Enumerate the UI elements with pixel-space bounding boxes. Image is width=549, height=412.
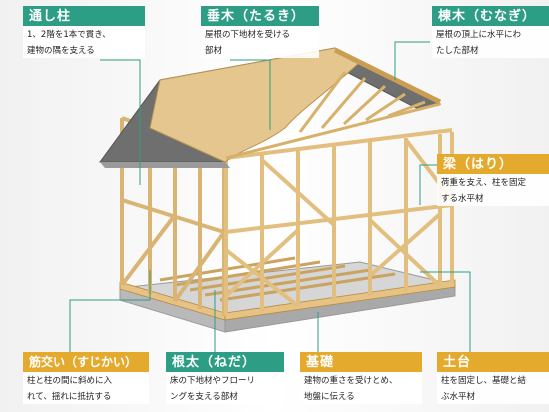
label-hari-title: 梁（はり） xyxy=(437,154,549,174)
label-toshibashira-line1: 1、2階を1本で貫き、 xyxy=(23,26,145,42)
label-hari-line2: する水平材 xyxy=(437,190,549,206)
label-neda: 根太（ねだ） 床の下地材やフローリ ングを支える部材 xyxy=(166,352,284,404)
label-munagi: 棟木（むなぎ） 屋根の頂上に水平にわ たした部材 xyxy=(432,6,549,58)
label-dodai: 土台 柱を固定し、基礎と結 ぶ水平材 xyxy=(437,352,549,404)
label-kiso: 基礎 建物の重さを受けとめ、 地盤に伝える xyxy=(300,352,422,404)
label-taruki-line2: 部材 xyxy=(201,42,319,58)
leader-lines xyxy=(69,41,471,352)
label-neda-line1: 床の下地材やフローリ xyxy=(166,372,284,388)
label-sujikai-line1: 柱と柱の間に斜めに入 xyxy=(23,372,149,388)
label-kiso-title: 基礎 xyxy=(300,352,422,372)
label-neda-title: 根太（ねだ） xyxy=(166,352,284,372)
label-taruki: 垂木（たるき） 屋根の下地材を受ける 部材 xyxy=(201,6,319,58)
label-taruki-line1: 屋根の下地材を受ける xyxy=(201,26,319,42)
label-dodai-line1: 柱を固定し、基礎と結 xyxy=(437,372,549,388)
label-kiso-line2: 地盤に伝える xyxy=(300,388,422,404)
label-hari-line1: 荷重を支え、柱を固定 xyxy=(437,174,549,190)
label-kiso-line1: 建物の重さを受けとめ、 xyxy=(300,372,422,388)
ridge-beam xyxy=(333,47,442,105)
label-sujikai-line2: れて、揺れに抵抗する xyxy=(23,388,149,404)
sill-plates xyxy=(119,279,456,321)
label-neda-line2: ングを支える部材 xyxy=(166,388,284,404)
label-taruki-title: 垂木（たるき） xyxy=(201,6,319,26)
label-toshibashira-line2: 建物の隅を支える xyxy=(23,42,145,58)
label-sujikai-title: 筋交い（すじかい） xyxy=(23,352,149,372)
label-hari: 梁（はり） 荷重を支え、柱を固定 する水平材 xyxy=(437,154,549,206)
label-munagi-line2: たした部材 xyxy=(432,42,549,58)
label-dodai-line2: ぶ水平材 xyxy=(437,388,549,404)
label-munagi-line1: 屋根の頂上に水平にわ xyxy=(432,26,549,42)
label-dodai-title: 土台 xyxy=(437,352,549,372)
label-munagi-title: 棟木（むなぎ） xyxy=(432,6,549,26)
right-wall-frame xyxy=(224,128,454,316)
rafters xyxy=(225,71,441,160)
label-toshibashira: 通し柱 1、2階を1本で貫き、 建物の隅を支える xyxy=(23,6,145,58)
label-toshibashira-title: 通し柱 xyxy=(23,6,145,26)
label-sujikai: 筋交い（すじかい） 柱と柱の間に斜めに入 れて、揺れに抵抗する xyxy=(23,352,149,404)
